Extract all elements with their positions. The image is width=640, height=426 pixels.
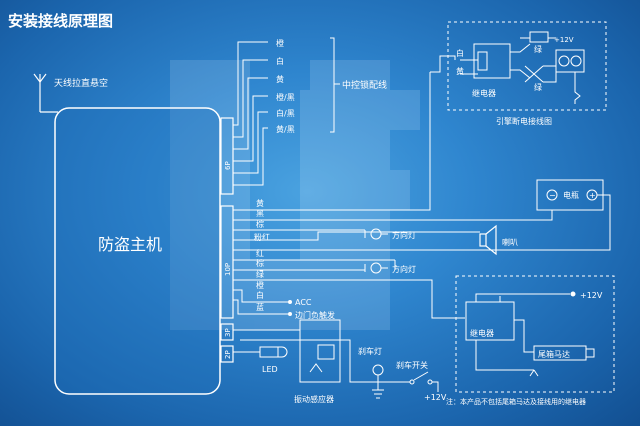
battery-minus: − bbox=[549, 191, 556, 200]
brake-switch-label: 刹车开关 bbox=[396, 360, 428, 370]
connector-2p bbox=[220, 345, 234, 363]
brake-light-label: 刹车灯 bbox=[358, 346, 382, 356]
led-icon bbox=[233, 346, 288, 358]
trunk-motor-label: 尾箱马达 bbox=[538, 349, 570, 359]
connector-6p-label: 6P bbox=[224, 161, 232, 170]
acc-label: ACC bbox=[295, 298, 312, 307]
diagram-title: 安装接线原理图 bbox=[8, 12, 113, 30]
connector-10p-label: 10P bbox=[224, 263, 232, 276]
engine-cut-circuit bbox=[430, 31, 585, 104]
central-lock-wires bbox=[233, 37, 340, 186]
lock-wire-1: 白 bbox=[276, 56, 284, 66]
led-label: LED bbox=[262, 365, 278, 374]
turn-signal-bulb-2 bbox=[364, 262, 388, 274]
connector-3p bbox=[220, 323, 234, 341]
engine-white: 白 bbox=[456, 48, 464, 58]
shock-sensor bbox=[233, 319, 341, 383]
wire-10p-5: 棕 bbox=[256, 258, 264, 268]
shock-sensor-label: 振动感应器 bbox=[294, 394, 334, 404]
lock-wire-4: 白/黑 bbox=[276, 108, 295, 118]
antenna-label: 天线拉直悬空 bbox=[54, 77, 108, 89]
connector-2p-label: 2P bbox=[224, 350, 232, 359]
wire-10p-9: 蓝 bbox=[256, 302, 264, 312]
brake-plus12: +12V bbox=[424, 393, 447, 402]
engine-cut-title: 引擎断电接线图 bbox=[496, 116, 552, 126]
brake-light-circuit bbox=[240, 339, 439, 399]
lock-wire-0: 橙 bbox=[276, 38, 284, 48]
turn-signal-bulb-1 bbox=[364, 228, 388, 240]
wire-10p-3: 粉红 bbox=[254, 232, 270, 242]
horn-icon bbox=[479, 224, 497, 256]
connector-6p bbox=[220, 117, 234, 195]
wire-10p-0: 黄 bbox=[256, 198, 264, 208]
main-unit-box bbox=[54, 107, 221, 395]
logo-watermark bbox=[170, 60, 420, 330]
connector-3p-label: 3P bbox=[224, 328, 232, 337]
engine-green-top: 绿 bbox=[534, 45, 542, 54]
connector-10p bbox=[220, 205, 234, 319]
wire-10p-8: 白 bbox=[256, 290, 264, 300]
battery-label: 电瓶 bbox=[563, 190, 579, 200]
battery-plus: + bbox=[589, 191, 596, 200]
wire-10p-1: 黑 bbox=[256, 209, 264, 218]
engine-plus12: +12V bbox=[554, 36, 574, 44]
lock-label: 中控锁配线 bbox=[342, 79, 387, 91]
trunk-plus12: +12V bbox=[580, 291, 603, 300]
engine-relay-label: 继电器 bbox=[472, 88, 496, 98]
lock-wire-3: 橙/黑 bbox=[276, 92, 295, 102]
engine-cut-box bbox=[447, 21, 607, 111]
horn-label: 喇叭 bbox=[502, 237, 518, 247]
note: 注：本产品不包括尾箱马达及接线用的继电器 bbox=[446, 397, 586, 406]
wire-10p-4: 红 bbox=[256, 248, 264, 258]
turn-signal-label-1: 方向灯 bbox=[392, 230, 416, 240]
lock-wire-5: 黄/黑 bbox=[276, 124, 295, 134]
trunk-circuit bbox=[465, 291, 595, 377]
turn-signal-label-2: 方向灯 bbox=[392, 264, 416, 274]
wire-10p-6: 绿 bbox=[256, 270, 264, 279]
engine-green-bottom: 绿 bbox=[534, 83, 542, 92]
engine-yellow: 黄 bbox=[456, 66, 464, 76]
main-unit-label: 防盗主机 bbox=[98, 235, 162, 254]
antenna bbox=[33, 73, 58, 113]
door-trigger-label: 边门负触发 bbox=[295, 310, 335, 320]
trunk-box bbox=[455, 275, 615, 393]
trunk-relay-label: 继电器 bbox=[470, 328, 494, 338]
wire-10p-2: 棕 bbox=[256, 219, 264, 229]
wires-10p bbox=[233, 72, 611, 319]
wire-10p-7: 橙 bbox=[256, 280, 264, 290]
lock-wire-2: 黄 bbox=[276, 74, 284, 84]
